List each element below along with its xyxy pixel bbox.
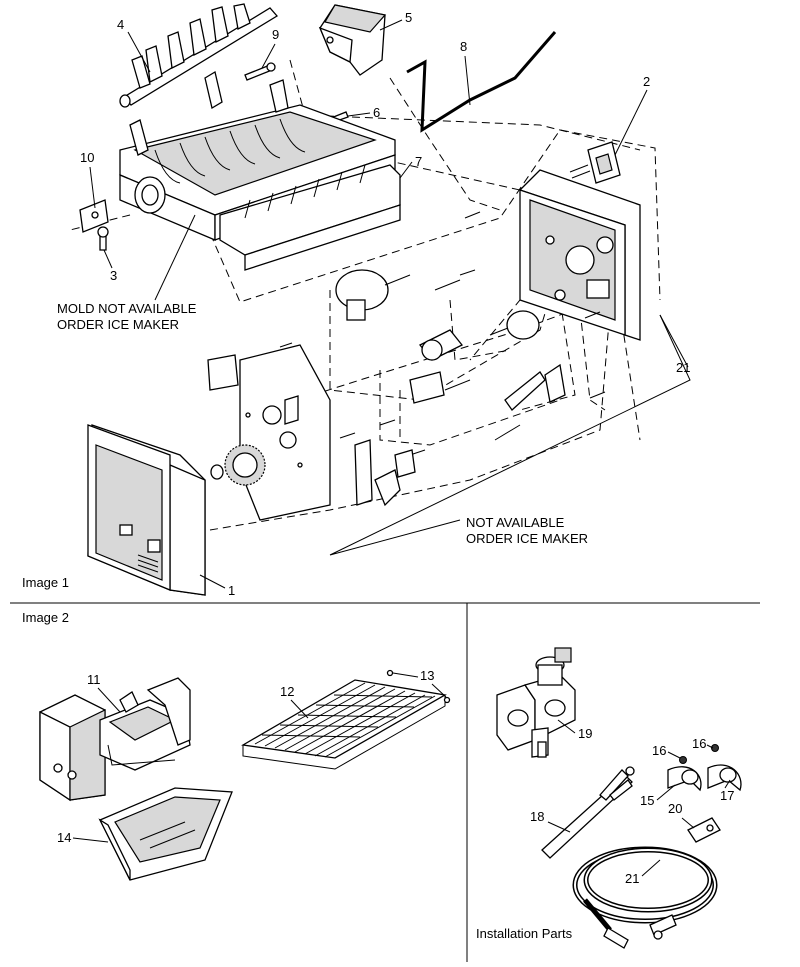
- callout-20: 20: [668, 801, 682, 816]
- callout-14: 14: [57, 830, 71, 845]
- callout-3: 3: [110, 268, 117, 283]
- callout-1: 1: [228, 583, 235, 598]
- not-available-bracket: [329, 314, 691, 556]
- installation-parts-label: Installation Parts: [476, 926, 573, 941]
- callout-17: 17: [720, 788, 734, 803]
- callout-16b: 16: [692, 736, 706, 751]
- tube-clamp-part-17: [707, 764, 742, 792]
- wire-connector-part-2: [569, 141, 621, 184]
- drive-gear: [210, 444, 266, 486]
- callout-13: 13: [420, 668, 434, 683]
- callout-10: 10: [80, 150, 94, 165]
- mounting-bracket-part-5: [318, 4, 387, 76]
- callout-7: 7: [415, 154, 422, 169]
- water-line-coil-part-21: [572, 846, 718, 949]
- callout-21-installation: 21: [625, 871, 639, 886]
- callout-16a: 16: [652, 743, 666, 758]
- callout-12: 12: [280, 684, 294, 699]
- switch-assembly: [409, 371, 471, 404]
- callout-18: 18: [530, 809, 544, 824]
- ice-stripper-part-7: [219, 164, 401, 271]
- screw-part-16b: [711, 744, 719, 752]
- image2-callouts: 11 12 13 14: [57, 668, 447, 845]
- callout-9: 9: [272, 27, 279, 42]
- heater-bracket: [354, 439, 416, 507]
- callout-5: 5: [405, 10, 412, 25]
- ejector-shaft-part-4: [119, 3, 278, 108]
- front-cover-part-1: [87, 424, 206, 596]
- callout-4: 4: [117, 17, 124, 32]
- mold-note-leader: [154, 214, 196, 301]
- retainer-clip-part-10: [79, 199, 109, 233]
- na-note-line1: NOT AVAILABLE: [466, 515, 565, 530]
- callout-6: 6: [373, 105, 380, 120]
- na-note-line2: ORDER ICE MAKER: [466, 531, 588, 546]
- callout-2: 2: [643, 74, 650, 89]
- screw-part-16a: [679, 756, 687, 764]
- mounting-plate: [207, 344, 331, 521]
- wire-shelf-part-12: [241, 669, 451, 770]
- callout-15: 15: [640, 793, 654, 808]
- image1-label: Image 1: [22, 575, 69, 590]
- fill-tube-wire-part-8: [406, 31, 557, 133]
- image1-callouts: 4 9 5 6 8 2 7 10 3 1 21: [80, 10, 690, 598]
- motor-assembly: [335, 269, 411, 321]
- tube-clamp-part-15: [667, 766, 702, 792]
- callout-8: 8: [460, 39, 467, 54]
- installation-callouts: 19 16 16 15 17 18 20 21: [530, 719, 734, 886]
- fill-tube-part-18: [541, 766, 635, 859]
- clip-part-20: [687, 817, 721, 843]
- timing-cam: [489, 310, 540, 340]
- water-valve-part-19: [496, 647, 576, 758]
- mold-note-line2: ORDER ICE MAKER: [57, 317, 179, 332]
- callout-11: 11: [87, 672, 101, 687]
- thermostat: [418, 329, 464, 361]
- callout-19: 19: [578, 726, 592, 741]
- ice-bin-part-14: [98, 787, 233, 881]
- image2-label: Image 2: [22, 610, 69, 625]
- callout-21: 21: [676, 360, 690, 375]
- ice-maker-assembly-part-11: [39, 677, 191, 802]
- screw-part-9: [244, 62, 276, 81]
- control-housing: [518, 169, 641, 341]
- shutoff-arm: [494, 363, 566, 441]
- screw-part-3: [97, 226, 109, 251]
- mold-note-line1: MOLD NOT AVAILABLE: [57, 301, 197, 316]
